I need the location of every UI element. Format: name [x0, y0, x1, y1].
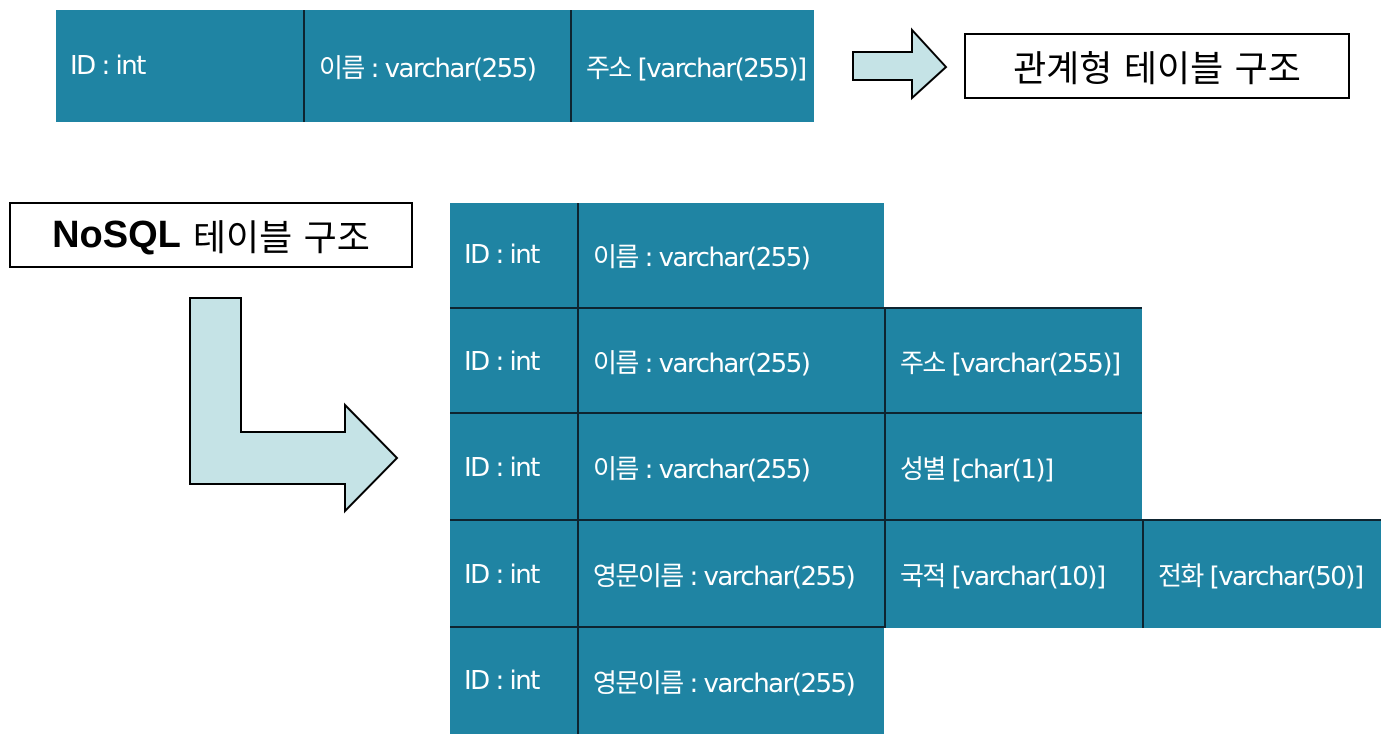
- nosql-cell: 이름 : varchar(255): [577, 203, 884, 307]
- right-arrow-icon: [852, 27, 948, 101]
- relational-label-text: 관계형 테이블 구조: [1013, 49, 1301, 90]
- nosql-cell: ID : int: [450, 309, 577, 414]
- nosql-cell: 이름 : varchar(255): [577, 414, 884, 521]
- nosql-cell: 영문이름 : varchar(255): [577, 628, 884, 734]
- nosql-row-4: ID : int 영문이름 : varchar(255) 국적 [varchar…: [450, 519, 1381, 628]
- relational-cell-address: 주소 [varchar(255)]: [570, 10, 814, 122]
- nosql-row-3: ID : int 이름 : varchar(255) 성별 [char(1)]: [450, 412, 1142, 521]
- nosql-cell: 영문이름 : varchar(255): [577, 521, 884, 628]
- relational-label: 관계형 테이블 구조: [964, 33, 1350, 99]
- nosql-cell: 이름 : varchar(255): [577, 309, 884, 414]
- nosql-row-1: ID : int 이름 : varchar(255): [450, 203, 884, 307]
- nosql-cell: ID : int: [450, 203, 577, 307]
- nosql-cell: ID : int: [450, 628, 577, 734]
- nosql-label-rest: 테이블 구조: [192, 218, 370, 259]
- nosql-cell: ID : int: [450, 521, 577, 628]
- nosql-row-2: ID : int 이름 : varchar(255) 주소 [varchar(2…: [450, 307, 1142, 414]
- relational-cell-id: ID : int: [56, 10, 303, 122]
- bent-arrow-icon: [189, 297, 399, 514]
- nosql-cell: 주소 [varchar(255)]: [884, 309, 1142, 414]
- relational-table: ID : int 이름 : varchar(255) 주소 [varchar(2…: [56, 10, 814, 122]
- nosql-cell: 국적 [varchar(10)]: [884, 521, 1142, 628]
- nosql-cell: 전화 [varchar(50)]: [1142, 521, 1381, 628]
- relational-cell-name: 이름 : varchar(255): [303, 10, 570, 122]
- nosql-cell: 성별 [char(1)]: [884, 414, 1142, 521]
- nosql-label: NoSQL 테이블 구조: [9, 202, 413, 268]
- nosql-row-5: ID : int 영문이름 : varchar(255): [450, 626, 884, 734]
- nosql-cell: ID : int: [450, 414, 577, 521]
- nosql-label-bold: NoSQL: [52, 213, 181, 256]
